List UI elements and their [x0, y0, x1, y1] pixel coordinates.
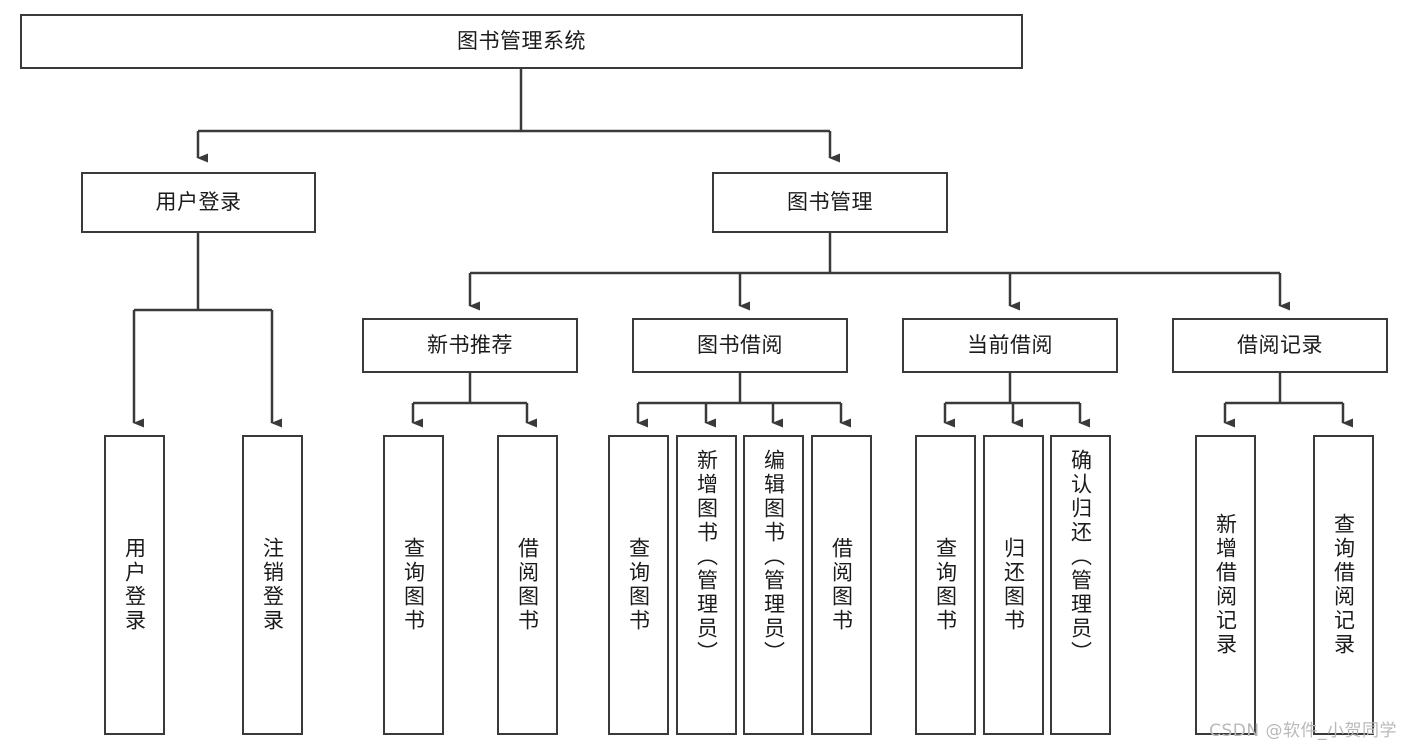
node-new-book-rec[interactable]: 新书推荐	[362, 318, 578, 373]
node-user-login[interactable]: 用户登录	[81, 172, 316, 233]
node-leaf-query-book-a-label: 查询图书	[401, 537, 426, 633]
node-leaf-borrow-book-a-label: 借阅图书	[515, 537, 540, 633]
node-leaf-query-book-b-label: 查询图书	[626, 537, 651, 633]
node-leaf-query-book-b[interactable]: 查询图书	[608, 435, 669, 735]
node-leaf-return-book-label: 归还图书	[1001, 537, 1026, 633]
node-leaf-confirm-return-label: 确认归还（管理员）	[1068, 449, 1093, 665]
node-borrow-record-label: 借阅记录	[1237, 333, 1323, 358]
node-book-borrow-label: 图书借阅	[697, 333, 783, 358]
node-leaf-add-book-label: 新增图书（管理员）	[694, 449, 719, 665]
node-leaf-edit-book[interactable]: 编辑图书（管理员）	[743, 435, 804, 735]
node-new-book-rec-label: 新书推荐	[427, 333, 513, 358]
node-current-borrow-label: 当前借阅	[967, 333, 1053, 358]
node-leaf-add-book[interactable]: 新增图书（管理员）	[676, 435, 737, 735]
node-root-label: 图书管理系统	[457, 29, 586, 54]
node-root[interactable]: 图书管理系统	[20, 14, 1023, 69]
node-leaf-add-record-label: 新增借阅记录	[1213, 513, 1238, 657]
node-borrow-record[interactable]: 借阅记录	[1172, 318, 1388, 373]
node-leaf-add-record[interactable]: 新增借阅记录	[1195, 435, 1256, 735]
node-leaf-borrow-book-b[interactable]: 借阅图书	[811, 435, 872, 735]
node-leaf-query-book-c[interactable]: 查询图书	[915, 435, 976, 735]
node-user-login-label: 用户登录	[155, 190, 242, 215]
node-leaf-logout-label: 注销登录	[260, 537, 285, 633]
node-book-manage[interactable]: 图书管理	[712, 172, 948, 233]
node-book-borrow[interactable]: 图书借阅	[632, 318, 848, 373]
node-leaf-borrow-book-a[interactable]: 借阅图书	[497, 435, 558, 735]
node-leaf-borrow-book-b-label: 借阅图书	[829, 537, 854, 633]
node-leaf-query-record-label: 查询借阅记录	[1331, 513, 1356, 657]
node-leaf-user-login-label: 用户登录	[122, 537, 147, 633]
node-book-manage-label: 图书管理	[787, 190, 873, 215]
node-leaf-return-book[interactable]: 归还图书	[983, 435, 1044, 735]
node-leaf-user-login[interactable]: 用户登录	[104, 435, 165, 735]
node-leaf-confirm-return[interactable]: 确认归还（管理员）	[1050, 435, 1111, 735]
node-leaf-edit-book-label: 编辑图书（管理员）	[761, 449, 786, 665]
node-leaf-logout[interactable]: 注销登录	[242, 435, 303, 735]
node-leaf-query-record[interactable]: 查询借阅记录	[1313, 435, 1374, 735]
node-leaf-query-book-c-label: 查询图书	[933, 537, 958, 633]
node-leaf-query-book-a[interactable]: 查询图书	[383, 435, 444, 735]
node-current-borrow[interactable]: 当前借阅	[902, 318, 1118, 373]
